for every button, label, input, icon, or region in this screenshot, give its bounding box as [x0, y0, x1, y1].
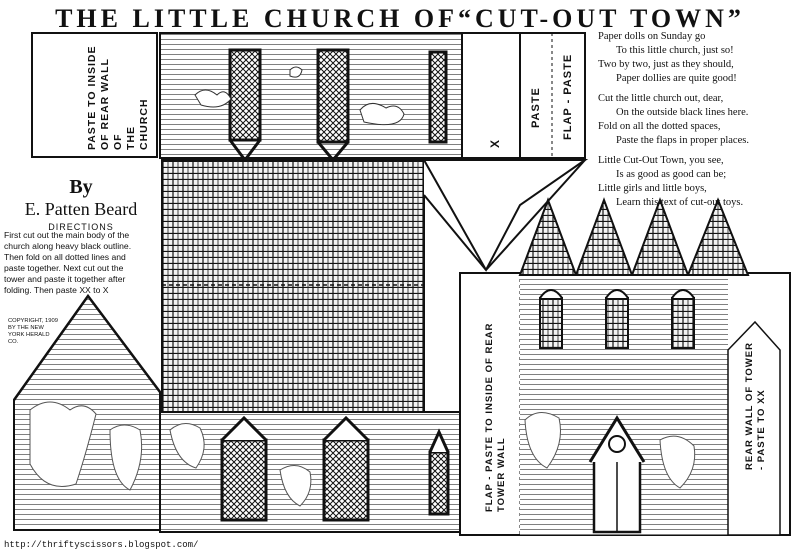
source-url[interactable]: http://thriftyscissors.blogspot.com/ [4, 540, 199, 550]
poem-line: To this little church, just so! [616, 45, 734, 56]
poem-line: Little Cut-Out Town, you see, [598, 155, 724, 166]
paste-rear-wall-label: PASTE TO INSIDE OF REAR WALL OF THE CHUR… [86, 45, 150, 150]
poem-line: Little girls and little boys, [598, 183, 707, 194]
poem-line: Paper dolls on Sunday go [598, 31, 706, 42]
roof-panel [161, 159, 425, 413]
poem: Paper dolls on Sunday go To this little … [598, 30, 798, 210]
flap-paste-label: FLAP - PASTE [562, 53, 574, 140]
byline-by: By [69, 176, 93, 198]
bottom-front-wall [159, 411, 463, 533]
roof-gable-fold [423, 159, 589, 272]
copyright-notice: COPYRIGHT, 1909 BY THE NEW YORK HERALD C… [8, 318, 58, 345]
author-name: E. Patten Beard [24, 199, 138, 219]
poem-line: Paste the flaps in proper places. [616, 135, 749, 146]
poem-line: Learn this text of cut-out toys. [616, 197, 744, 208]
tower-panel [459, 197, 791, 536]
directions-text: First cut out the main body of the churc… [4, 230, 132, 295]
flap-tower-label: FLAP - PASTE TO INSIDE OF REAR TOWER WAL… [484, 322, 507, 512]
poem-line: Is as good as good can be; [616, 169, 727, 180]
left-gable [12, 293, 161, 531]
top-wall-panel [159, 32, 463, 163]
top-right-flap [461, 32, 586, 159]
poem-line: On the outside black lines here. [616, 107, 749, 118]
poem-line: Fold on all the dotted spaces, [598, 121, 721, 132]
byline: By E. Patten Beard DIRECTIONS [2, 176, 160, 232]
rear-wall-panel [31, 32, 158, 158]
paste-label: PASTE [530, 87, 542, 128]
poem-line: Paper dollies are quite good! [616, 73, 737, 84]
directions-heading: DIRECTIONS [48, 222, 114, 232]
x-mark: X [488, 138, 502, 148]
poem-line: Cut the little church out, dear, [598, 93, 724, 104]
page-title: THE LITTLE CHURCH OF“CUT-OUT TOWN” [55, 4, 745, 33]
poem-line: Two by two, just as they should, [598, 59, 734, 70]
rear-wall-tower-label: REAR WALL OF TOWER - PASTE TO XX [744, 342, 767, 470]
